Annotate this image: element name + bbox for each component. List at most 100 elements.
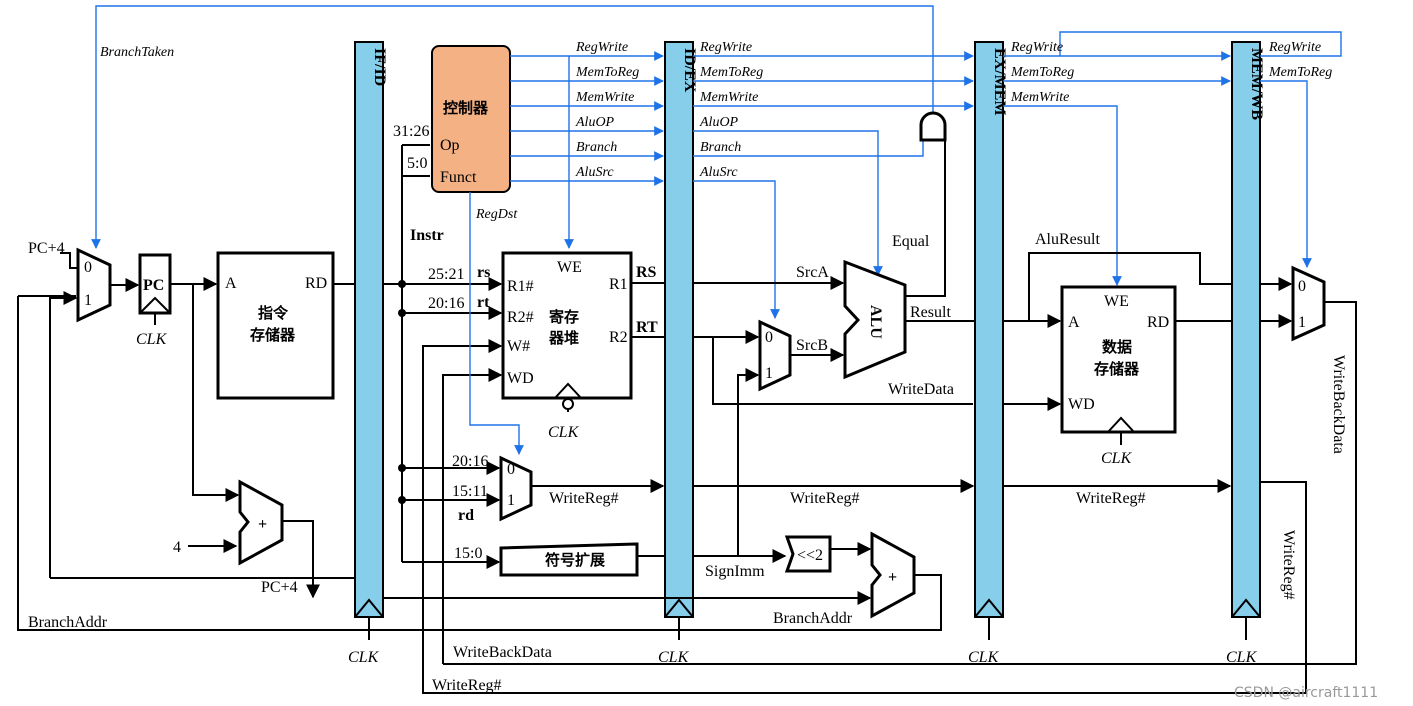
bits-5-0: 5:0	[407, 155, 427, 172]
shift-label: <<2	[797, 547, 823, 564]
ctrl-branch-2: Branch	[700, 140, 741, 155]
ctrl-regwrite-4: RegWrite	[1268, 40, 1321, 55]
clk-label-id-ex: CLK	[658, 649, 690, 666]
clk-label-dmem: CLK	[1101, 450, 1133, 467]
pc-label: PC	[143, 277, 164, 294]
sign-extend: 符号扩展	[499, 542, 639, 577]
register-file: WE R1# R2# W# WD R1 R2 寄存 器堆	[501, 251, 633, 412]
mem-to-reg-mux: 0 1	[1291, 265, 1326, 342]
clk-label-regfile: CLK	[548, 424, 580, 441]
memtoreg-mux-in0: 0	[1298, 278, 1306, 295]
pc-plus4-label-top: PC+4	[28, 240, 65, 257]
instruction-memory: A RD 指令 存储器	[216, 251, 335, 400]
alusrc-mux-in0: 0	[765, 329, 773, 346]
ctrl-memtoreg-3: MemToReg	[1010, 65, 1074, 80]
src-a-label: SrcA	[796, 264, 829, 281]
control-labels: RegWrite MemToReg MemWrite AluOP Branch …	[475, 40, 1332, 222]
write-data-label-ex: WriteData	[888, 381, 954, 398]
bits-15-11: 15:11	[452, 483, 488, 500]
write-back-data-label-bottom: WriteBackData	[453, 644, 552, 661]
clk-label-if-id: CLK	[348, 649, 380, 666]
regfile-port-we: WE	[557, 259, 582, 276]
ctrl-alusrc-2: AluSrc	[699, 165, 738, 180]
memtoreg-mux-in1: 1	[1298, 314, 1306, 331]
alu-result-label: AluResult	[1035, 231, 1100, 248]
branch-taken-label: BranchTaken	[100, 45, 174, 60]
branch-addr-label-left: BranchAddr	[28, 614, 108, 631]
regfile-port-out1: R1	[609, 276, 628, 293]
shift-left-2: <<2	[784, 535, 832, 573]
result-label: Result	[910, 304, 951, 321]
controller-port-funct: Funct	[440, 169, 477, 186]
ctrl-memtoreg-1: MemToReg	[575, 65, 639, 80]
pc-mux-in1: 1	[84, 292, 92, 309]
control-lines	[469, 31, 1342, 455]
ctrl-memtoreg-2: MemToReg	[699, 65, 763, 80]
alusrc-mux-in1: 1	[765, 365, 773, 382]
ex-mem-label: EX/MEM	[991, 48, 1008, 116]
rt-label: rt	[477, 294, 490, 311]
regfile-port-out2: R2	[609, 329, 628, 346]
bits-20-16-bottom: 20:16	[452, 453, 488, 470]
write-reg-label-id: WriteReg#	[549, 490, 619, 507]
regfile-label-line1: 寄存	[549, 308, 579, 326]
write-reg-label-bottom: WriteReg#	[432, 677, 502, 694]
ctrl-regwrite-2: RegWrite	[699, 40, 752, 55]
data-memory: WE A RD WD 数据 存储器	[1060, 285, 1177, 445]
dmem-port-we: WE	[1104, 293, 1129, 310]
clk-label-mem-wb: CLK	[1226, 649, 1258, 666]
write-reg-label-ex: WriteReg#	[790, 490, 860, 507]
rs-out-label: RS	[636, 264, 657, 281]
regfile-port-wd: WD	[507, 370, 534, 387]
regfile-port-r1: R1#	[507, 278, 534, 295]
bits-15-0: 15:0	[454, 545, 482, 562]
controller-label: 控制器	[443, 99, 489, 117]
pc-mux: 0 1	[76, 247, 112, 323]
pc-register: PC	[138, 253, 172, 325]
sign-extend-label: 符号扩展	[545, 551, 605, 569]
imem-label-line1: 指令	[258, 304, 289, 322]
dmem-port-a: A	[1068, 314, 1080, 331]
pc-plus4-label-bottom: PC+4	[261, 579, 298, 596]
dmem-port-wd: WD	[1068, 396, 1095, 413]
pipeline-register-mem-wb: MEM/WB	[1231, 41, 1265, 618]
alu: ALU	[843, 259, 907, 380]
ctrl-branch-1: Branch	[576, 140, 617, 155]
imem-port-a: A	[225, 275, 237, 292]
clk-label-ex-mem: CLK	[968, 649, 1000, 666]
bits-20-16-top: 20:16	[428, 295, 464, 312]
ctrl-memwrite-3: MemWrite	[1010, 90, 1069, 105]
watermark: CSDN @aircraft1111	[1234, 685, 1378, 701]
regdst-mux-in1: 1	[507, 492, 515, 509]
rs-label: rs	[477, 264, 490, 281]
ctrl-regwrite-1: RegWrite	[575, 40, 628, 55]
pipeline-register-if-id: IF/ID	[354, 41, 388, 618]
bits-25-21: 25:21	[428, 266, 464, 283]
ctrl-memwrite-1: MemWrite	[575, 90, 634, 105]
regfile-port-w: W#	[507, 338, 530, 355]
rt-out-label: RT	[636, 319, 658, 336]
controller: 控制器 Op Funct	[431, 45, 511, 193]
branch-addr-label-ex: BranchAddr	[773, 610, 853, 627]
id-ex-label: ID/EX	[681, 48, 698, 93]
pipeline-register-id-ex: ID/EX	[664, 41, 698, 618]
clk-label-pc: CLK	[136, 331, 168, 348]
imem-port-rd: RD	[305, 275, 327, 292]
alu-src-mux: 0 1	[758, 319, 792, 392]
branch-adder-symbol: +	[888, 569, 897, 586]
dmem-label-line1: 数据	[1102, 338, 1132, 356]
bits-31-26: 31:26	[393, 123, 429, 140]
rd-label: rd	[458, 507, 474, 524]
instr-bus-label: Instr	[410, 227, 444, 244]
ctrl-regwrite-3: RegWrite	[1010, 40, 1063, 55]
src-b-label: SrcB	[796, 337, 828, 354]
ctrl-aluop-2: AluOP	[699, 115, 739, 130]
dmem-port-rd: RD	[1147, 314, 1169, 331]
branch-adder: +	[870, 531, 916, 619]
constant-four: 4	[173, 539, 181, 556]
dmem-label-line2: 存储器	[1094, 360, 1140, 378]
ctrl-memwrite-2: MemWrite	[699, 90, 758, 105]
ctrl-aluop-1: AluOP	[575, 115, 615, 130]
reg-dst-mux: 0 1	[499, 455, 533, 522]
